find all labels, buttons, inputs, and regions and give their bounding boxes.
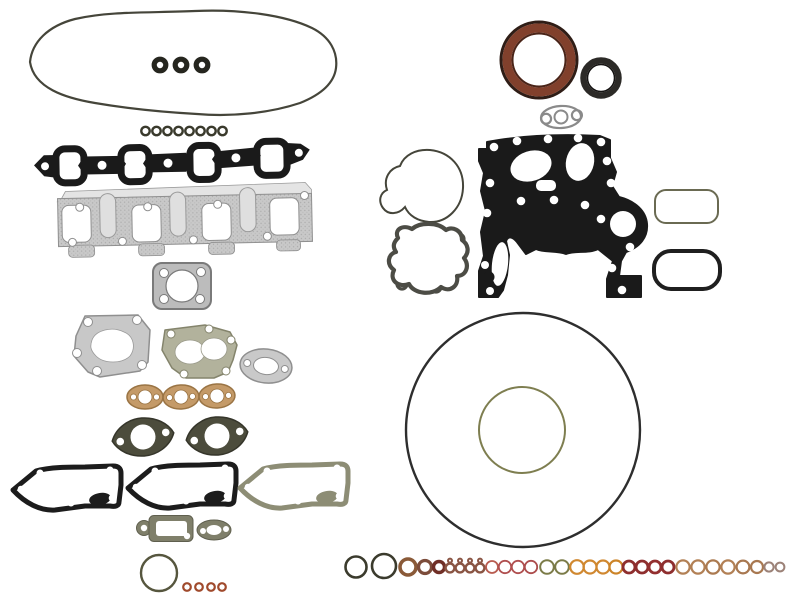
oil-pickup-flange-gasket <box>539 104 584 130</box>
exhaust-heat-shield-gasket-metal <box>56 182 313 258</box>
crankshaft-front-seal-brown <box>499 20 579 100</box>
cam-seals-ring <box>172 56 190 74</box>
bottom-row-ring <box>647 559 663 575</box>
small-seal-row-ring <box>162 125 173 137</box>
shield-port <box>269 197 300 236</box>
bottom-row-ring <box>582 559 598 575</box>
shield-emboss <box>239 187 257 233</box>
bottom-row-ring <box>497 559 513 575</box>
side-cover-gasket-olive <box>240 464 348 508</box>
bottom-row-ring <box>720 559 736 575</box>
bottom-row-ring <box>735 559 751 575</box>
bottom-row-ring <box>705 559 721 575</box>
shield-port <box>201 202 232 241</box>
bottom-row-ring <box>444 562 456 574</box>
small-seal-row-ring <box>206 125 217 137</box>
water-pump-gasket <box>386 221 470 295</box>
bottom-row-ring <box>344 555 368 579</box>
crankshaft-rear-seal-black <box>580 57 622 99</box>
copper-washers-ring <box>206 582 216 592</box>
bottom-row-ring <box>749 559 765 575</box>
bottom-row-ring <box>464 562 476 574</box>
oil-ring-ring <box>139 553 179 593</box>
cam-seals-ring <box>151 56 169 74</box>
bottom-row-ring <box>370 552 398 580</box>
bottom-row-ring <box>675 559 691 575</box>
shield-emboss <box>169 191 187 237</box>
small-seal-row-ring <box>140 125 151 137</box>
small-seal-row-ring <box>173 125 184 137</box>
washer-tab <box>447 557 453 564</box>
cam-seals-ring <box>193 56 211 74</box>
washer-tab <box>457 557 463 564</box>
small-seal-row-ring <box>217 125 228 137</box>
shield-port <box>61 204 92 243</box>
bottom-row-ring <box>398 557 418 577</box>
large-circle-ring <box>404 311 642 549</box>
valve-cover-gasket-outline <box>28 9 338 117</box>
manifold-port <box>186 141 222 184</box>
manifold-port <box>253 137 291 179</box>
bottom-row-ring <box>569 559 585 575</box>
copper-washers-ring <box>217 582 227 592</box>
washer-tab <box>467 557 473 564</box>
small-seal-row-ring <box>195 125 206 137</box>
bottom-row-ring <box>454 562 466 574</box>
bottom-row-ring <box>485 560 499 574</box>
bottom-row-ring <box>416 558 434 576</box>
oval-ring-thin <box>654 189 719 224</box>
manifold-port <box>117 144 153 186</box>
ring-layer <box>139 56 786 593</box>
manifold-gasket-black <box>34 137 310 187</box>
bottom-row-ring <box>510 559 526 575</box>
bottom-row-ring <box>431 559 447 575</box>
turbo-inlet-gasket-olive <box>161 324 238 379</box>
bottom-row-ring <box>554 559 570 575</box>
bottom-row-ring <box>523 559 539 575</box>
timing-end-plate-gasket-black <box>478 133 649 298</box>
oval-ring-black <box>652 249 722 291</box>
copper-washers-ring <box>182 582 192 592</box>
bottom-row-ring <box>474 562 486 574</box>
side-cover-gasket-black-1 <box>13 466 121 510</box>
small-seal-row-ring <box>151 125 162 137</box>
bottom-row-ring <box>634 559 650 575</box>
turbo-outlet-gasket-metal <box>72 314 151 378</box>
small-oval-port-gasket <box>196 519 232 541</box>
small-seal-row-ring <box>184 125 195 137</box>
bottom-row-ring <box>660 559 676 575</box>
bottom-row-ring <box>763 561 775 573</box>
bottom-row-ring <box>608 559 624 575</box>
small-rect-port-gasket <box>136 515 194 542</box>
bottom-row-ring <box>774 561 786 573</box>
shield-emboss <box>99 193 117 239</box>
copper-washers-ring <box>194 582 204 592</box>
bottom-row-ring <box>595 559 611 575</box>
manifold-port <box>52 145 88 187</box>
bottom-row-ring <box>539 559 555 575</box>
washer-tab <box>477 557 483 564</box>
bottom-row-ring <box>690 559 706 575</box>
dark-olive-flange-gaskets <box>111 416 249 457</box>
oval-exhaust-flange-gasket <box>239 348 293 384</box>
inner-circle-ring <box>478 386 566 474</box>
thermostat-outline-gasket <box>379 148 465 224</box>
bottom-row-ring <box>621 559 637 575</box>
square-turbo-flange-gasket <box>152 262 212 310</box>
tan-egr-gaskets <box>126 383 236 410</box>
side-cover-gasket-black-2 <box>128 464 236 508</box>
